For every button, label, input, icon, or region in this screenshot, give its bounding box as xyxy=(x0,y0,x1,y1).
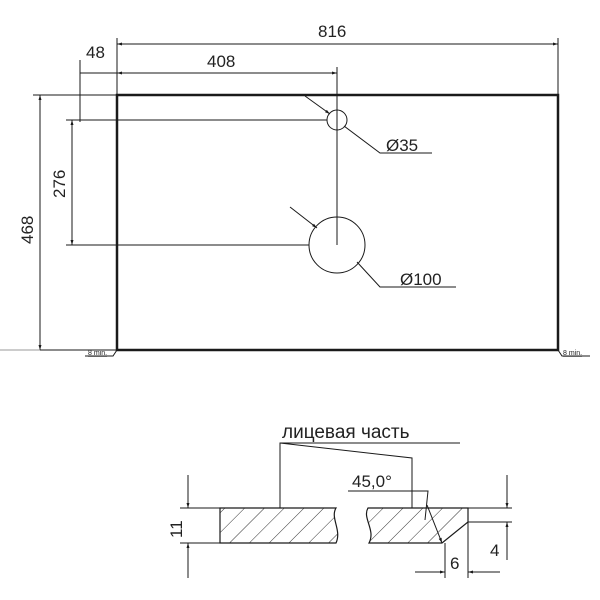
label-chamfer-width: 6 xyxy=(450,554,459,573)
small-hole xyxy=(326,109,348,131)
label-angle: 45,0° xyxy=(352,472,392,491)
label-468: 468 xyxy=(18,216,37,244)
label-small-hole: Ø35 xyxy=(386,136,418,155)
large-hole xyxy=(308,216,366,274)
label-thickness: 11 xyxy=(167,520,186,538)
section-right-piece xyxy=(366,507,469,544)
label-chamfer-height: 4 xyxy=(490,541,499,560)
label-corner-left: 8 min. xyxy=(88,350,107,357)
label-large-hole: Ø100 xyxy=(400,270,442,289)
label-408: 408 xyxy=(207,52,235,71)
label-48: 48 xyxy=(86,43,105,62)
label-816: 816 xyxy=(318,22,346,41)
label-corner-right: 8 min. xyxy=(563,350,582,357)
section-left-piece xyxy=(219,507,339,544)
label-276: 276 xyxy=(50,170,69,198)
label-face-side: лицевая часть xyxy=(282,422,410,443)
